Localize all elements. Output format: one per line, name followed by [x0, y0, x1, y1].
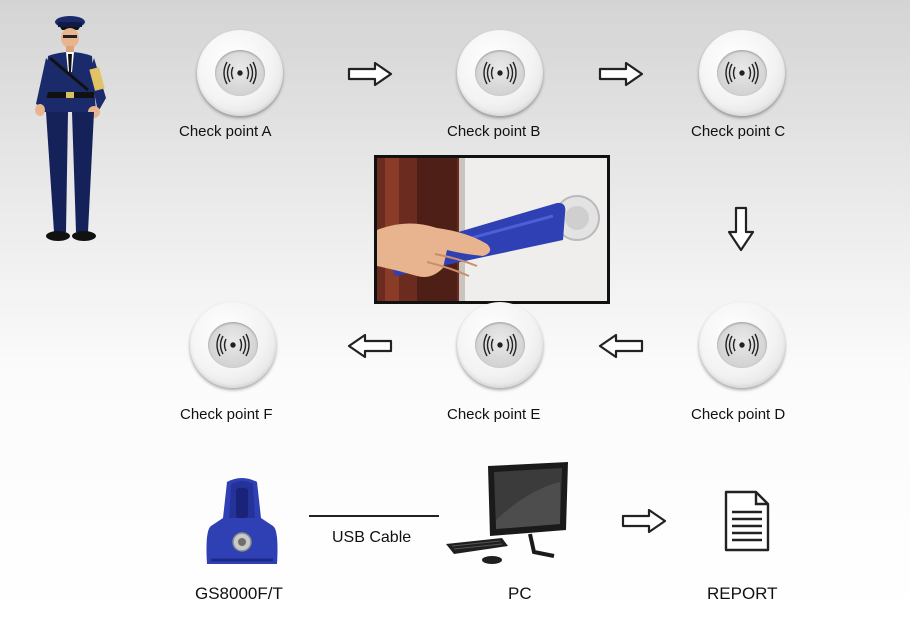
arrow-down-icon — [727, 206, 755, 252]
desktop-computer-icon — [444, 460, 574, 566]
usb-cable-line — [309, 515, 439, 517]
usb-cable-label: USB Cable — [332, 529, 412, 546]
report-label: REPORT — [707, 584, 778, 603]
reader-scanning-photo — [374, 155, 610, 304]
arrow-left-icon — [347, 333, 393, 359]
checkpoint-a-icon — [197, 30, 283, 116]
checkpoint-a-label: Check point A — [179, 123, 272, 140]
document-icon — [724, 490, 770, 552]
checkpoint-e-label: Check point E — [447, 406, 541, 423]
reader-label: GS8000F/T — [195, 584, 283, 603]
checkpoint-f-icon — [190, 302, 276, 388]
checkpoint-c-icon — [699, 30, 785, 116]
checkpoint-b-label: Check point B — [447, 123, 541, 140]
handheld-reader-icon — [203, 474, 281, 570]
arrow-left-icon — [598, 333, 644, 359]
checkpoint-b-icon — [457, 30, 543, 116]
security-guard-icon — [28, 12, 112, 244]
checkpoint-e-icon — [457, 302, 543, 388]
arrow-right-icon — [598, 61, 644, 87]
arrow-right-icon — [347, 61, 393, 87]
arrow-right-icon — [621, 508, 667, 534]
checkpoint-d-label: Check point D — [691, 406, 786, 423]
pc-label: PC — [508, 584, 532, 603]
checkpoint-c-label: Check point C — [691, 123, 786, 140]
checkpoint-d-icon — [699, 302, 785, 388]
checkpoint-f-label: Check point F — [180, 406, 273, 423]
